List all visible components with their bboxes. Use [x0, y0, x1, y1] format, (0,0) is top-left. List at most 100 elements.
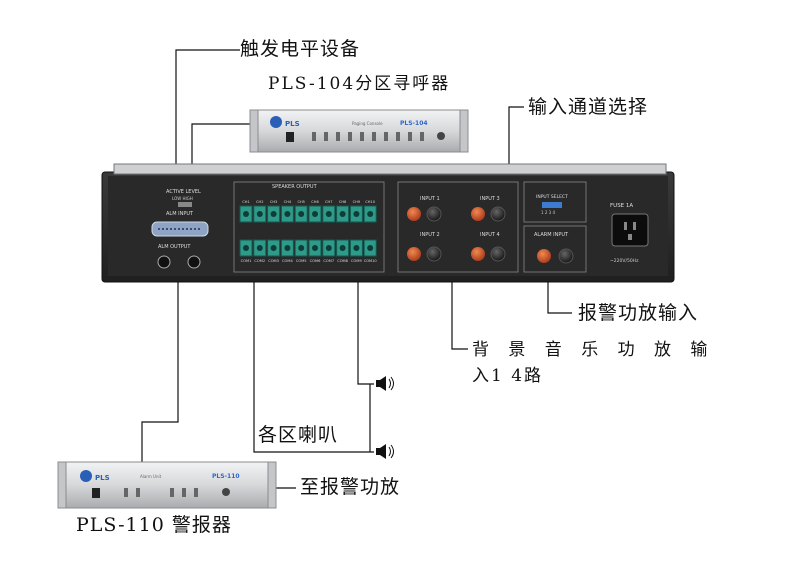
top-terminal-label-10: CH10: [365, 200, 375, 204]
label-zone-speakers: 各区喇叭: [258, 424, 339, 446]
bottom-terminal-screw-3: [270, 245, 277, 251]
pager-brand: PLS: [285, 120, 300, 128]
bottom-terminal-label-4: COM4: [282, 259, 293, 263]
input-select-dip-switch: [542, 202, 562, 208]
pager-model: PLS-104: [400, 120, 428, 127]
line-speaker-a: [357, 262, 374, 385]
alm-output-label: ALM OUTPUT: [158, 244, 191, 250]
top-terminal-label-1: CH1: [242, 200, 250, 204]
speaker-icon: [376, 444, 394, 459]
top-terminal-label-9: CH9: [353, 200, 361, 204]
bottom-terminal-label-1: COM1: [241, 259, 252, 263]
line-bg-music: [451, 268, 468, 350]
label-trigger-device: 触发电平设备: [240, 38, 361, 60]
line-trigger-device: [175, 49, 240, 192]
alarm-input-label: ALARM INPUT: [534, 232, 569, 238]
input-1-black-post: [426, 206, 442, 222]
input-3-black-post: [490, 206, 506, 222]
bottom-terminal-label-8: COM8: [337, 259, 348, 263]
bottom-terminal-screw-4: [284, 245, 291, 251]
line-alarm-amp-input: [547, 268, 572, 314]
bottom-terminal-screw-8: [339, 245, 346, 251]
bottom-terminal-label-9: COM9: [351, 259, 362, 263]
input-1-label: INPUT 1: [420, 196, 440, 202]
alm-input-label: ALM INPUT: [166, 211, 194, 217]
bottom-terminal-label-10: COM10: [364, 259, 378, 263]
line-alarm-unit: [141, 268, 179, 462]
bottom-terminal-screw-10: [367, 245, 374, 251]
bottom-terminal-screw-9: [353, 245, 360, 251]
input-3-red-post: [471, 207, 485, 221]
alarm-model: PLS-110: [212, 473, 240, 480]
top-terminal-screw-1: [243, 211, 249, 217]
label-alarm-amp-input: 报警功放输入: [578, 302, 699, 324]
label-zone-pager: PLS-104分区寻呼器: [268, 74, 451, 94]
alarm-socket: [222, 488, 230, 496]
label-bg-music-line2: 入1 4路: [472, 366, 544, 386]
input-select-frame: [523, 181, 587, 223]
top-terminal-label-4: CH4: [284, 200, 292, 204]
bottom-terminal-screw-2: [256, 245, 263, 251]
top-terminal-screw-5: [298, 211, 305, 217]
top-terminal-label-3: CH3: [270, 200, 278, 204]
top-terminal-screw-9: [353, 211, 360, 217]
label-input-select: 输入通道选择: [528, 96, 649, 118]
connection-lines: [141, 49, 572, 489]
speaker-icon: [376, 376, 394, 391]
level-switch: [178, 202, 192, 207]
alarm-brand: PLS: [95, 474, 110, 482]
input-4-black-post: [490, 246, 506, 262]
input-1-red-post: [407, 207, 421, 221]
level-options-label: LOW HIGH: [172, 196, 193, 201]
bottom-terminal-screw-7: [325, 245, 332, 251]
alm-output-jack-1: [157, 255, 171, 269]
top-terminal-label-5: CH5: [297, 200, 305, 204]
fuse-label: FUSE 1A: [610, 203, 633, 209]
bottom-terminal-screw-5: [298, 245, 305, 251]
label-alarm-unit: PLS-110 警报器: [76, 514, 232, 536]
pager-zone-buttons: [312, 132, 424, 141]
bottom-terminal-label-5: COM5: [296, 259, 307, 263]
bottom-terminal-label-6: COM6: [310, 259, 321, 263]
input-2-red-post: [407, 247, 421, 261]
alarm-input-frame: [523, 225, 587, 273]
alarm-logo: [80, 470, 92, 482]
alarm-caption: Alarm Unit: [140, 474, 162, 479]
mains-label: ~220V/50Hz: [610, 258, 639, 264]
bottom-terminal-label-2: COM2: [254, 259, 265, 263]
alarm-input-red-post: [537, 249, 551, 263]
input-select-label: INPUT SELECT: [536, 194, 568, 200]
alarm-input-black-post: [558, 248, 574, 264]
input-4-red-post: [471, 247, 485, 261]
pager-caption: Paging Console: [352, 121, 383, 126]
bottom-terminal-screw-1: [243, 245, 249, 251]
alarm-power-switch: [92, 488, 100, 498]
label-to-alarm-amp: 至报警功放: [300, 476, 401, 498]
top-terminal-screw-8: [339, 211, 346, 217]
input-3-label: INPUT 3: [480, 196, 500, 202]
alm-output-jack-2: [187, 255, 201, 269]
top-terminal-screw-6: [312, 211, 318, 217]
line-speaker-b: [253, 262, 374, 453]
alarm-device: PLS Alarm Unit PLS-110: [57, 461, 277, 509]
bottom-terminal-label-7: COM7: [323, 259, 334, 263]
pager-device: PLS Paging Console PLS-104: [249, 109, 469, 153]
top-terminal-label-7: CH7: [325, 200, 333, 204]
top-terminal-label-8: CH8: [339, 200, 347, 204]
pager-mic-socket: [437, 132, 445, 140]
speaker-output-label: SPEAKER OUTPUT: [272, 184, 318, 190]
top-terminal-screw-10: [367, 211, 374, 217]
top-terminal-label-2: CH2: [256, 200, 264, 204]
top-terminal-screw-7: [325, 211, 332, 217]
alarm-buttons: [124, 488, 198, 497]
top-terminal-screw-2: [256, 211, 263, 217]
amplifier-rear-panel: ACTIVE LEVEL LOW HIGH ALM INPUT ALM OUTP…: [101, 163, 675, 283]
input-4-label: INPUT 4: [480, 232, 500, 238]
input-2-label: INPUT 2: [420, 232, 440, 238]
bottom-terminal-screw-6: [312, 245, 318, 251]
bottom-terminal-label-3: COM3: [268, 259, 279, 263]
label-bg-music-line1: 背 景 音 乐 功 放 输: [472, 340, 715, 360]
